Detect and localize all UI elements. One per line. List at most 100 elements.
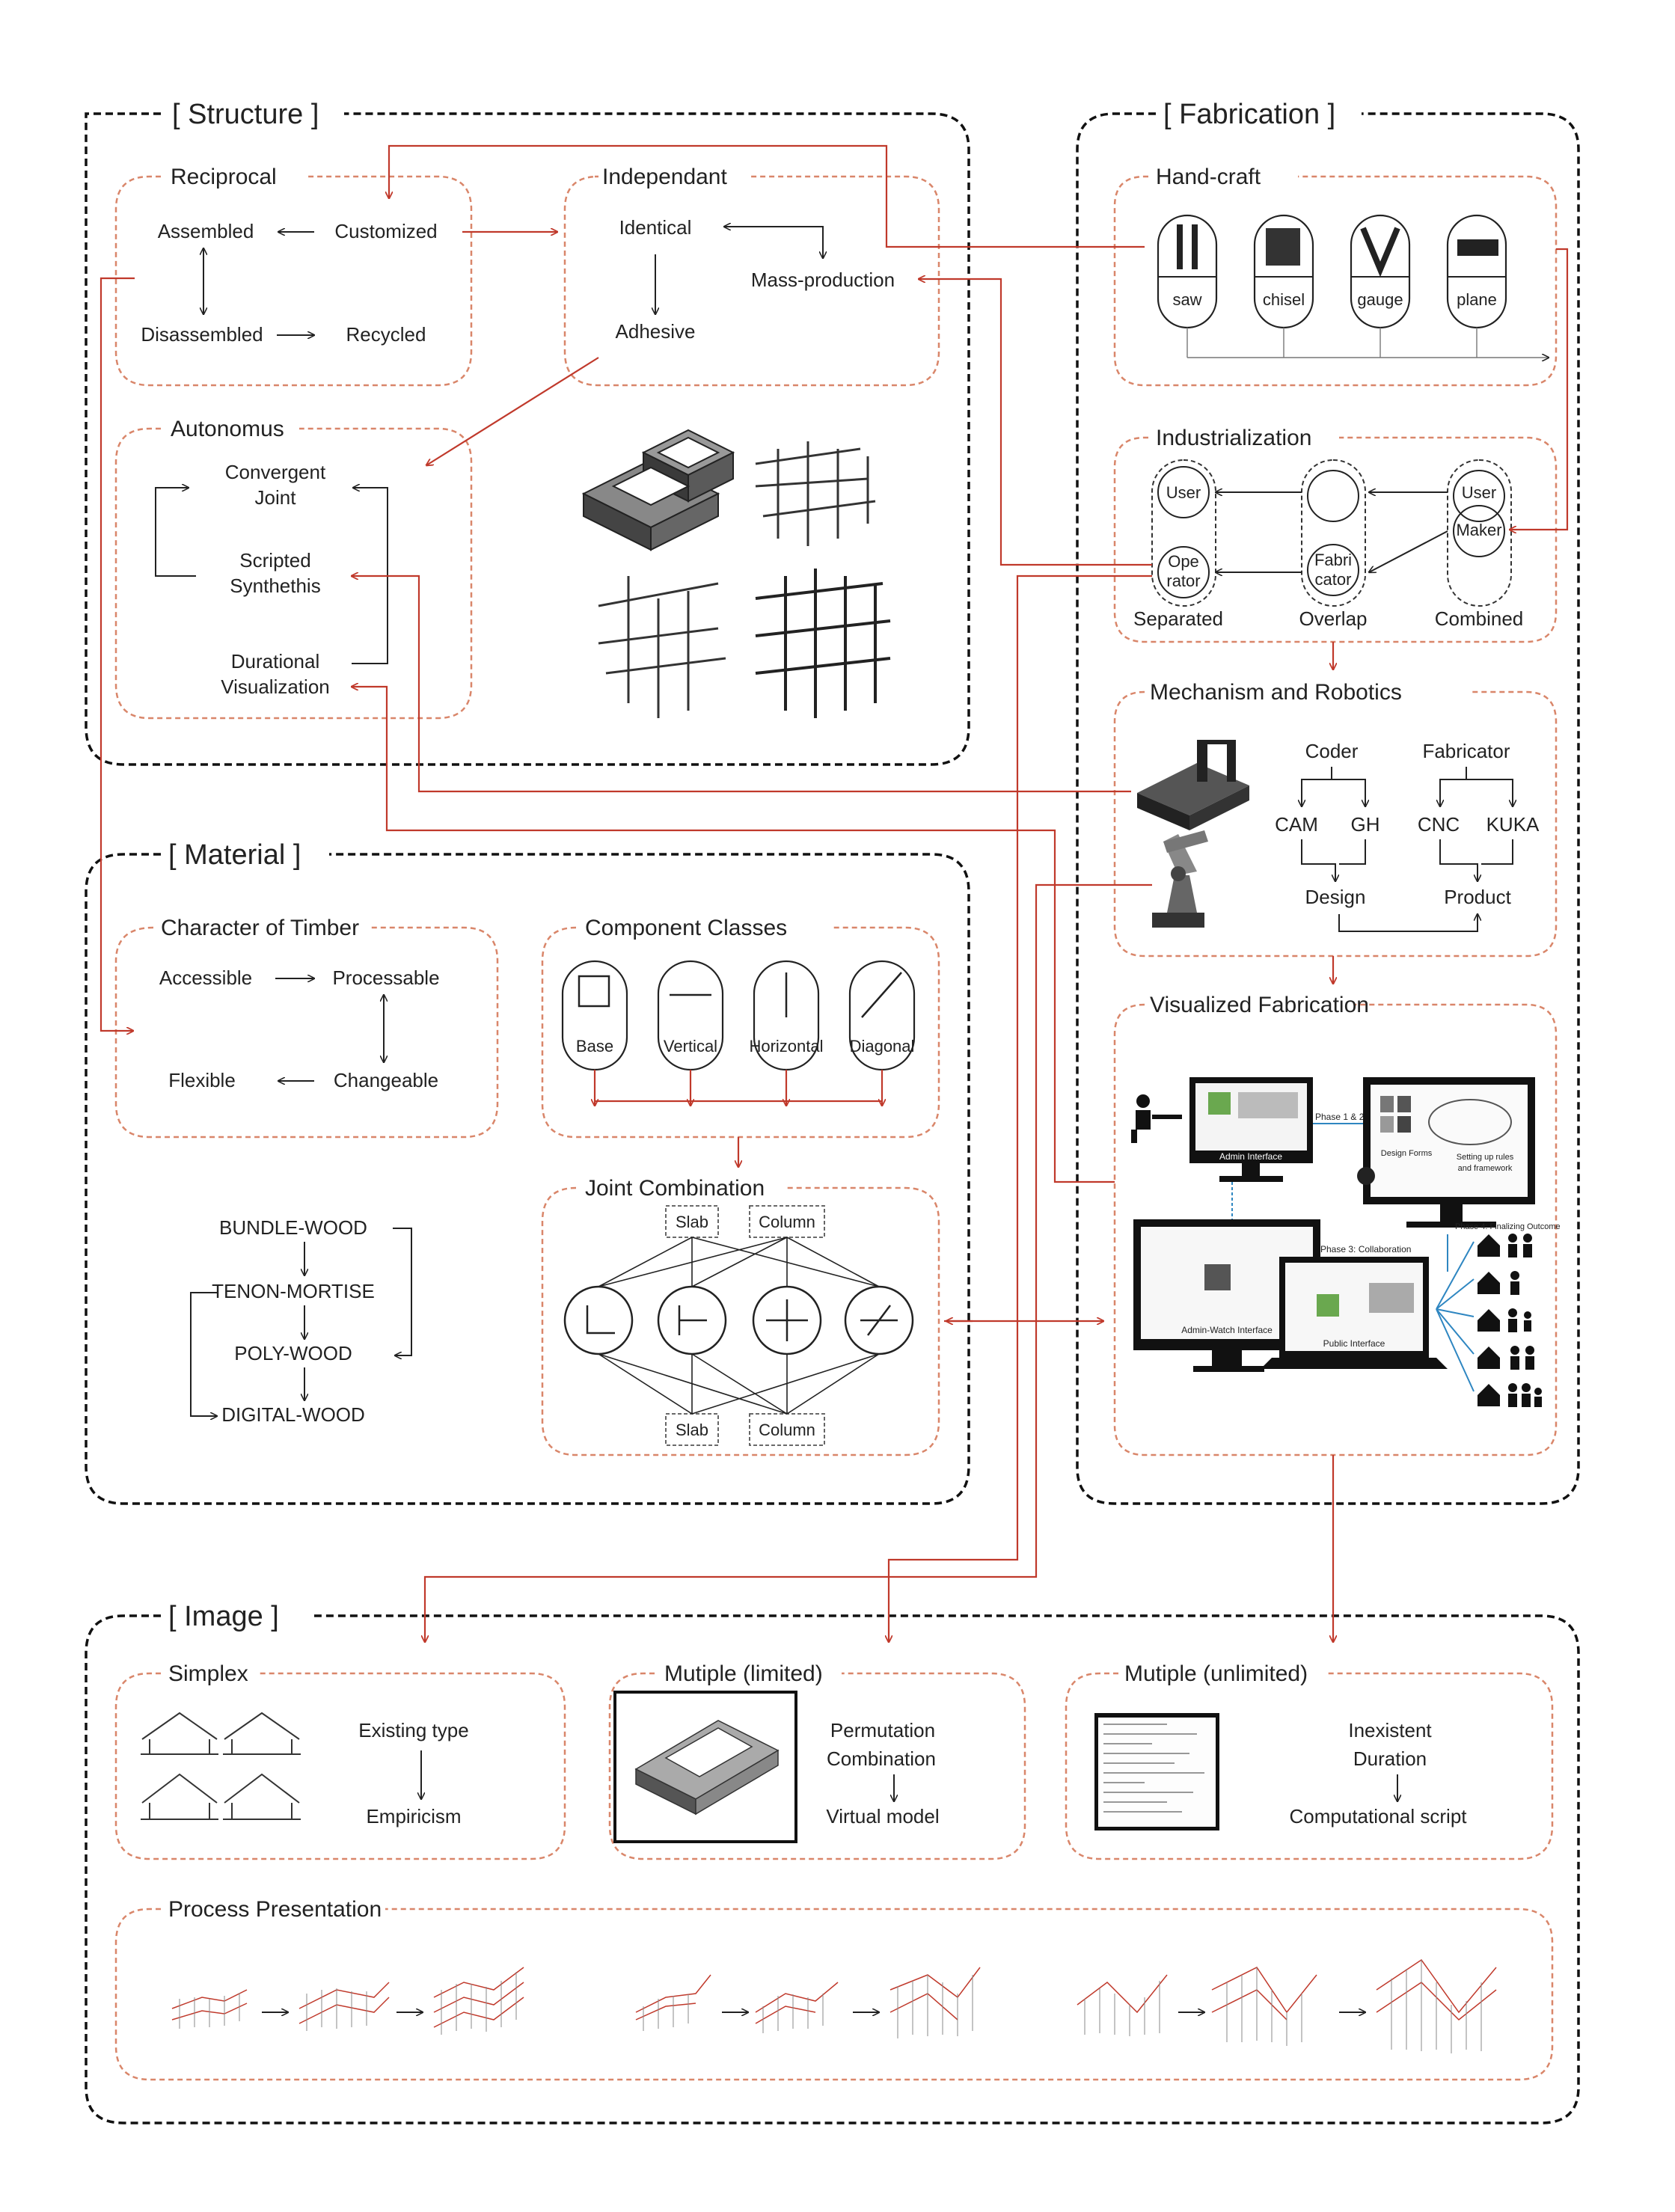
components-panel: Component Classes Base Vertical Horizont… <box>541 916 940 1139</box>
accessible-label: Accessible <box>159 966 252 989</box>
durational-line2: Visualization <box>221 675 330 698</box>
flexible-label: Flexible <box>168 1069 236 1091</box>
virtual-model-frame <box>634 1720 780 1816</box>
cnc-label: CNC <box>1418 813 1460 836</box>
fabri-label: Fabri <box>1314 551 1352 569</box>
combined-label: Combined <box>1435 607 1524 630</box>
visualized-panel: Visualized Fabrication Admin Interface P… <box>1113 993 1561 1456</box>
joint-panel: Joint Combination Slab Column Slab Colum… <box>541 1176 940 1456</box>
product-label: Product <box>1444 886 1511 908</box>
components-title: Component Classes <box>585 916 787 940</box>
wood-list: BUNDLE-WOOD TENON-MORTISE POLY-WOOD DIGI… <box>190 1216 412 1426</box>
people-icons <box>1436 1234 1542 1407</box>
visualized-title: Visualized Fabrication <box>1150 993 1369 1017</box>
cnc-machine-image <box>1137 740 1249 830</box>
identical-label: Identical <box>619 216 692 239</box>
industrialization-panel: Industrialization User Ope rator Fabri c… <box>1113 426 1558 643</box>
image-section: [ Image ] <box>85 1601 1580 2124</box>
reciprocal-panel: Reciprocal Assembled Customized Disassem… <box>114 165 473 387</box>
process-hatching <box>179 1960 1482 2053</box>
fabricator-label: Fabricator <box>1422 740 1510 762</box>
structure-section-title: [ Structure ] <box>172 99 319 130</box>
column-top-label: Column <box>759 1213 815 1231</box>
gh-label: GH <box>1351 813 1380 836</box>
user-label-1: User <box>1166 483 1201 502</box>
industrialization-title: Industrialization <box>1156 426 1311 450</box>
wood-digital: DIGITAL-WOOD <box>221 1403 365 1426</box>
limited-panel: Mutiple (limited) Permutation Combinatio… <box>608 1661 1026 1860</box>
computational-script-label: Computational script <box>1290 1805 1468 1827</box>
convergent-line1: Convergent <box>225 461 326 483</box>
material-section: [ Material ] <box>85 839 970 1505</box>
autonomus-title: Autonomus <box>171 417 284 441</box>
processable-label: Processable <box>332 966 439 989</box>
structure-frame-illustrations <box>581 429 891 718</box>
unlimited-title: Mutiple (unlimited) <box>1124 1661 1308 1686</box>
component-horizontal-label: Horizontal <box>749 1037 823 1056</box>
independant-panel: Independant Identical Mass-production Ad… <box>563 165 940 387</box>
user-label-2: User <box>1462 483 1496 502</box>
setting-line2: and framework <box>1458 1164 1513 1173</box>
character-title: Character of Timber <box>161 916 359 940</box>
cam-label: CAM <box>1275 813 1318 836</box>
joint-t <box>657 1285 727 1355</box>
combination-label: Combination <box>827 1747 936 1770</box>
design-label: Design <box>1305 886 1366 908</box>
mechanism-title: Mechanism and Robotics <box>1150 680 1402 705</box>
coder-label: Coder <box>1305 740 1359 762</box>
rator-label: rator <box>1166 572 1200 590</box>
simplex-title: Simplex <box>168 1661 248 1686</box>
slab-top-label: Slab <box>676 1213 708 1231</box>
inexistent-label: Inexistent <box>1348 1719 1432 1741</box>
tool-chisel: chisel <box>1253 214 1314 329</box>
cator-label: cator <box>1315 570 1352 589</box>
frame-line-2 <box>598 576 726 718</box>
monitor-design: Design Forms Setting up rules and framew… <box>1357 1077 1535 1228</box>
tool-plane: plane <box>1446 214 1507 329</box>
phase3-label: Phase 3: Collaboration <box>1320 1244 1411 1254</box>
script-code-lines <box>1103 1724 1204 1813</box>
public-interface-label: Public Interface <box>1323 1338 1385 1349</box>
tool-chisel-label: chisel <box>1263 290 1305 309</box>
structure-section: [ Structure ] <box>85 99 970 766</box>
convergent-line2: Joint <box>255 486 297 509</box>
adhesive-label: Adhesive <box>616 320 696 343</box>
autonomus-panel: Autonomus Convergent Joint Scripted Synt… <box>114 417 473 720</box>
frame-line-1 <box>755 441 876 546</box>
unlimited-panel: Mutiple (unlimited) Inexistent Duration … <box>1065 1661 1554 1860</box>
empiricism-label: Empiricism <box>366 1805 461 1827</box>
mechanism-panel: Mechanism and Robotics Coder Fabricator … <box>1113 680 1558 958</box>
simplex-panel: Simplex Existing type Empiricism <box>114 1661 566 1860</box>
existing-type-label: Existing type <box>358 1719 468 1741</box>
column-bottom-label: Column <box>759 1421 815 1439</box>
design-forms-label: Design Forms <box>1381 1149 1433 1158</box>
kuka-label: KUKA <box>1486 813 1540 836</box>
handcraft-panel: Hand-craft saw chisel gauge plane <box>1113 165 1558 387</box>
process-panel: Process Presentation <box>114 1897 1554 2081</box>
material-section-title: [ Material ] <box>168 839 301 871</box>
component-base: Base <box>561 960 628 1071</box>
phase12-label: Phase 1 & 2 <box>1315 1112 1365 1122</box>
roof-truss-drawings <box>141 1712 301 1820</box>
monitor-admin: Admin Interface <box>1189 1077 1313 1182</box>
recycled-label: Recycled <box>346 323 426 346</box>
process-title: Process Presentation <box>168 1897 382 1922</box>
tool-plane-label: plane <box>1457 290 1497 309</box>
frame-line-3 <box>755 569 891 718</box>
joint-connector-lines <box>598 1237 880 1415</box>
wood-poly: POLY-WOOD <box>234 1342 352 1364</box>
tool-gauge: gauge <box>1350 214 1411 329</box>
mass-production-label: Mass-production <box>751 269 895 291</box>
tool-saw-label: saw <box>1172 290 1201 309</box>
kuka-robot-image <box>1152 830 1208 928</box>
disassembled-label: Disassembled <box>141 323 263 346</box>
permutation-label: Permutation <box>830 1719 935 1741</box>
laptop-public: Public Interface <box>1261 1257 1448 1369</box>
slab-bottom-label: Slab <box>676 1421 708 1439</box>
scripted-line2: Synthethis <box>230 575 320 597</box>
limited-title: Mutiple (limited) <box>664 1661 823 1686</box>
admin-watch-label: Admin-Watch Interface <box>1181 1325 1273 1335</box>
admin-interface-label: Admin Interface <box>1219 1151 1282 1162</box>
setting-line1: Setting up rules <box>1457 1153 1514 1162</box>
